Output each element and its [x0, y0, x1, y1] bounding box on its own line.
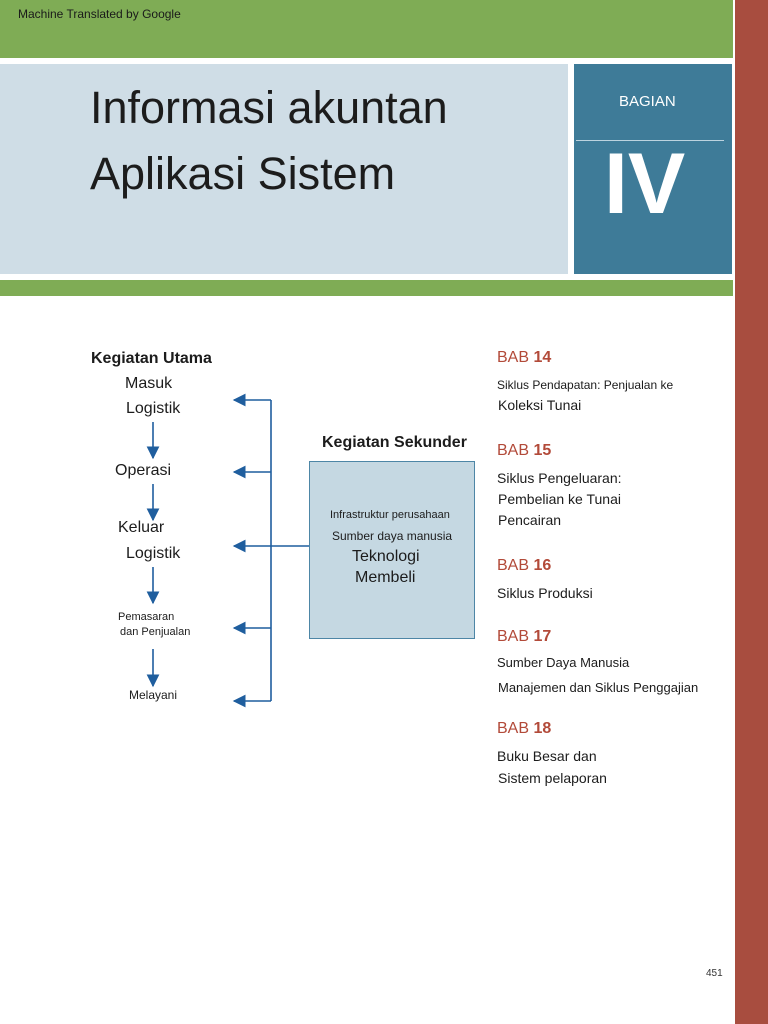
chapter-heading-14: BAB 14: [497, 349, 551, 367]
title-panel: [0, 64, 568, 274]
right-stripe: [735, 0, 768, 1024]
primary-activity-outbound-2: Logistik: [126, 545, 181, 562]
part-label: BAGIAN: [619, 93, 676, 110]
chapter-number: 18: [533, 720, 552, 737]
primary-activity-operations: Operasi: [115, 462, 172, 479]
chapter-heading-16: BAB 16: [497, 557, 551, 575]
chapter-bab-label: BAB: [497, 628, 530, 645]
chapter-heading-15: BAB 15: [497, 442, 551, 460]
chapter-bab-label: BAB: [497, 720, 530, 737]
page-number: 451: [706, 968, 723, 979]
secondary-item-infrastructure: Infrastruktur perusahaan: [330, 509, 450, 521]
part-numeral: IV: [604, 136, 686, 232]
chapter-16-line1: Siklus Produksi: [497, 585, 593, 601]
part-panel: [574, 64, 732, 274]
machine-translated-label: Machine Translated by Google: [18, 7, 181, 21]
part-divider: [576, 140, 724, 141]
chapter-14-line1: Siklus Pendapatan: Penjualan ke: [497, 378, 674, 392]
page-title-line2: Aplikasi Sistem: [90, 148, 396, 199]
chapter-bab-label: BAB: [497, 442, 530, 459]
chapter-15-line1: Siklus Pengeluaran:: [497, 470, 622, 486]
secondary-item-human-resources: Sumber daya manusia: [332, 529, 453, 543]
chapter-17-line1: Sumber Daya Manusia: [497, 655, 630, 670]
primary-activity-marketing-2: dan Penjualan: [120, 626, 191, 638]
chapter-18-line1: Buku Besar dan: [497, 748, 597, 764]
chapter-15-line2: Pembelian ke Tunai: [498, 491, 621, 507]
chapter-15-line3: Pencairan: [498, 512, 562, 528]
top-band: [0, 0, 733, 58]
chapter-18-line2: Sistem pelaporan: [498, 770, 607, 786]
primary-activity-marketing-1: Pemasaran: [118, 611, 175, 623]
chapter-heading-17: BAB 17: [497, 628, 551, 646]
chapter-number: 16: [533, 557, 552, 574]
secondary-item-technology: Teknologi: [352, 548, 420, 565]
secondary-activities-title: Kegiatan Sekunder: [322, 434, 467, 451]
chapter-number: 15: [533, 442, 552, 459]
chapter-heading-18: BAB 18: [497, 720, 551, 738]
bottom-band: [0, 280, 733, 296]
primary-activities-title: Kegiatan Utama: [91, 350, 212, 367]
primary-activity-outbound-1: Keluar: [118, 519, 165, 536]
secondary-activities-box: [309, 461, 475, 639]
chapter-number: 17: [533, 628, 552, 645]
primary-activity-inbound-1: Masuk: [125, 375, 173, 392]
chapter-bab-label: BAB: [497, 557, 530, 574]
page-title-line1: Informasi akuntan: [90, 82, 448, 133]
chapter-bab-label: BAB: [497, 349, 530, 366]
chapter-number: 14: [533, 349, 552, 366]
primary-activity-service: Melayani: [129, 688, 178, 702]
chapter-17-line2: Manajemen dan Siklus Penggajian: [498, 680, 699, 695]
primary-activity-inbound-2: Logistik: [126, 400, 181, 417]
secondary-item-procurement: Membeli: [355, 569, 416, 586]
chapter-14-line2: Koleksi Tunai: [498, 397, 582, 413]
